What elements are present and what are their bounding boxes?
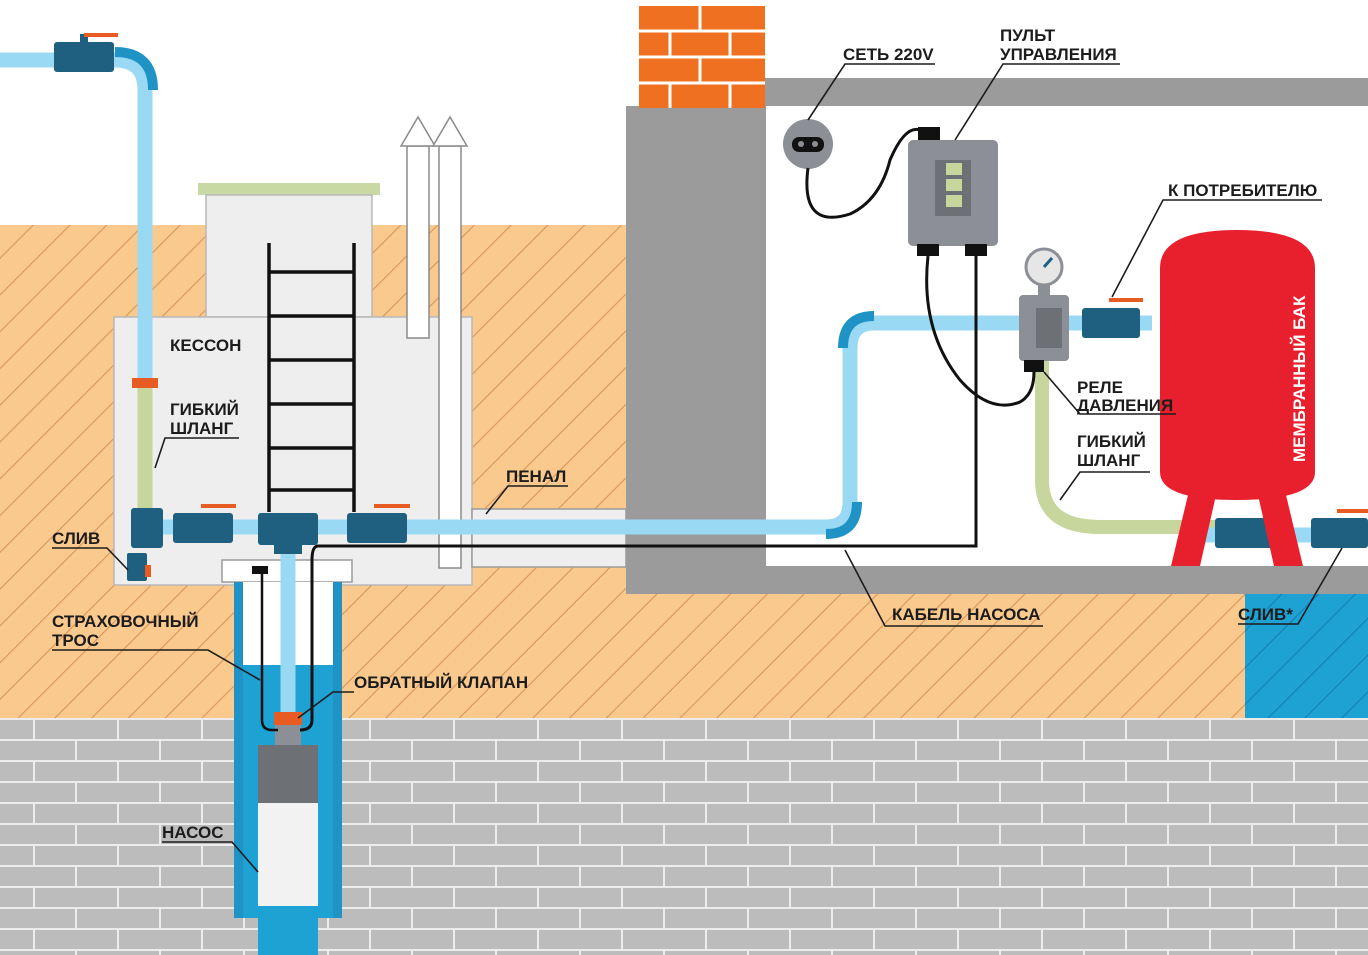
label-flex-hose-left-1: ГИБКИЙ (170, 400, 239, 419)
label-control-panel-2: УПРАВЛЕНИЯ (1000, 45, 1117, 64)
label-pump-cable: КАБЕЛЬ НАСОСА (892, 605, 1040, 624)
label-flex-hose-left-2: ШЛАНГ (170, 419, 234, 438)
label-drain-left: СЛИВ (52, 529, 100, 548)
pump-cable (299, 127, 1036, 732)
brick-chimney (639, 6, 765, 108)
label-pressure-relay-1: РЕЛЕ (1077, 378, 1123, 397)
label-casing: ПЕНАЛ (506, 467, 566, 486)
house-ceiling (765, 78, 1368, 106)
label-pump: НАСОС (162, 823, 223, 842)
control-panel (908, 127, 998, 256)
house-wall (626, 106, 766, 594)
label-safety-rope-2: ТРОС (52, 631, 99, 650)
ventilation-pipes (399, 115, 469, 569)
pressure-gauge-icon (1024, 247, 1064, 287)
label-control-panel-1: ПУЛЬТ (1000, 26, 1056, 45)
rock-layer (0, 718, 1368, 955)
label-pressure-relay-2: ДАВЛЕНИЯ (1077, 396, 1173, 415)
leader-lines (52, 63, 1343, 873)
casing-sleeve (471, 508, 627, 568)
caisson-ladder (267, 243, 356, 512)
label-mains: СЕТЬ 220V (843, 45, 934, 64)
label-membrane-tank: МЕМБРАННЫЙ БАК (1290, 295, 1309, 462)
label-drain-right: СЛИВ* (1238, 605, 1293, 624)
label-caisson: КЕССОН (170, 336, 241, 355)
label-to-consumer: К ПОТРЕБИТЕЛЮ (1168, 181, 1317, 200)
label-safety-rope-1: СТРАХОВОЧНЫЙ (52, 612, 199, 631)
label-flex-hose-right-2: ШЛАНГ (1077, 451, 1141, 470)
safety-rope (260, 570, 278, 732)
submersible-pump (258, 725, 318, 906)
drain-pit (1245, 594, 1368, 718)
label-check-valve: ОБРАТНЫЙ КЛАПАН (354, 673, 528, 692)
membrane-tank (1160, 230, 1315, 566)
pipe-fittings (54, 33, 1368, 725)
pressure-relay (1019, 282, 1069, 372)
power-socket-icon (783, 119, 833, 169)
label-flex-hose-right-1: ГИБКИЙ (1077, 432, 1146, 451)
